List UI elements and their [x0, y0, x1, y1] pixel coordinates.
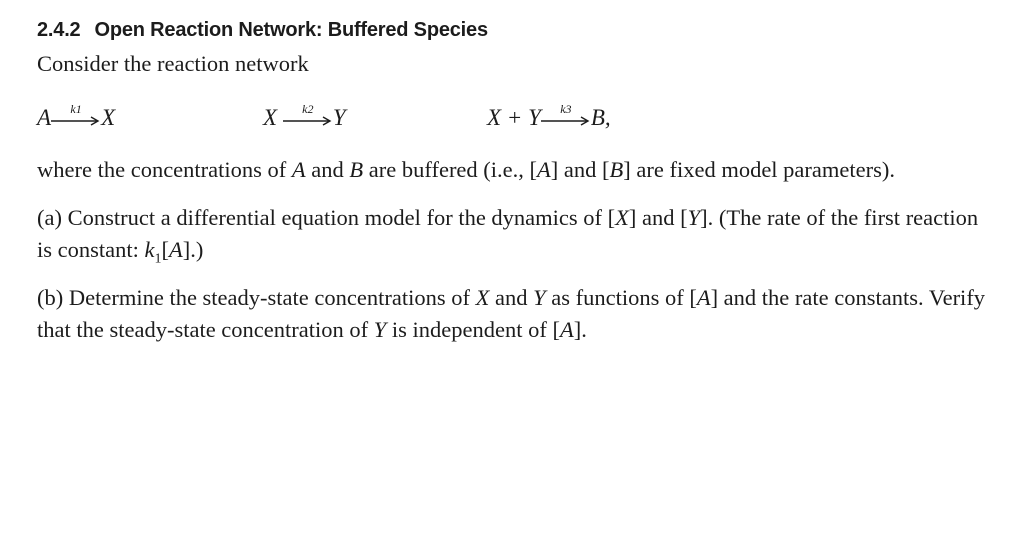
species-a: A	[537, 157, 551, 182]
rate-constant-k2: k2	[302, 101, 314, 116]
species-x: X	[615, 205, 629, 230]
reaction-arrow: k3	[540, 101, 591, 136]
species-a: A	[291, 157, 306, 182]
text-run: (b) Determine the steady-state concentra…	[37, 285, 476, 310]
text-run: ] are fixed model parameters).	[623, 157, 895, 182]
problem-page: 2.4.2 Open Reaction Network: Buffered Spe…	[37, 12, 987, 346]
reaction-3-product: B,	[590, 105, 611, 130]
rate-constant-k1: k1	[70, 101, 82, 116]
rate-constant-k3: k3	[560, 101, 572, 116]
reaction-3-reactants: X + Y	[487, 105, 541, 130]
reaction-arrow: k2	[282, 101, 333, 136]
question-b: (b) Determine the steady-state concentra…	[37, 282, 987, 346]
reaction-2-reactant: X	[263, 105, 278, 130]
species-a: A	[559, 317, 574, 342]
text-run: ] and [	[628, 205, 688, 230]
species-b: B	[609, 157, 624, 182]
reaction-1-reactant: A	[37, 105, 52, 130]
species-y: Y	[533, 285, 546, 310]
text-run: ].)	[182, 237, 204, 262]
text-run: ] and the rate constants. Verify that th…	[37, 285, 986, 342]
species-a: A	[169, 237, 183, 262]
text-run: (a) Construct a differential equation mo…	[37, 205, 616, 230]
buffered-species-paragraph: where the concentrations of A and B are …	[37, 154, 987, 186]
text-run: and	[305, 157, 350, 182]
reaction-3: X + Y k3 B,	[487, 98, 611, 138]
text-run: and	[489, 285, 534, 310]
question-a: (a) Construct a differential equation mo…	[37, 202, 987, 266]
text-run: ] and [	[550, 157, 610, 182]
rate-constant-symbol: k	[144, 237, 155, 262]
reaction-1-product: X	[101, 105, 116, 130]
section-title: Open Reaction Network: Buffered Species	[94, 19, 488, 41]
species-x: X	[475, 285, 490, 310]
text-run: ].	[573, 317, 587, 342]
intro-text: Consider the reaction network	[37, 51, 309, 76]
species-y: Y	[373, 317, 387, 342]
reaction-arrow: k1	[51, 101, 101, 136]
reaction-2: X k2 Y	[263, 98, 346, 138]
section-number: 2.4.2	[37, 19, 81, 41]
text-run: are buffered (i.e., [	[363, 157, 538, 182]
rate-constant-subscript: 1	[154, 251, 162, 267]
species-y: Y	[687, 205, 701, 230]
text-run: ]. (The rate of the first reaction is co…	[37, 205, 979, 262]
text-run: where the concentrations of	[37, 157, 292, 182]
reaction-2-product: Y	[332, 105, 346, 130]
species-a: A	[696, 285, 711, 310]
text-run: [	[161, 237, 170, 262]
section-heading: 2.4.2 Open Reaction Network: Buffered Spe…	[37, 12, 987, 48]
text-run: as functions of [	[545, 285, 697, 310]
text-run: is independent of [	[386, 317, 560, 342]
species-b: B	[349, 157, 364, 182]
